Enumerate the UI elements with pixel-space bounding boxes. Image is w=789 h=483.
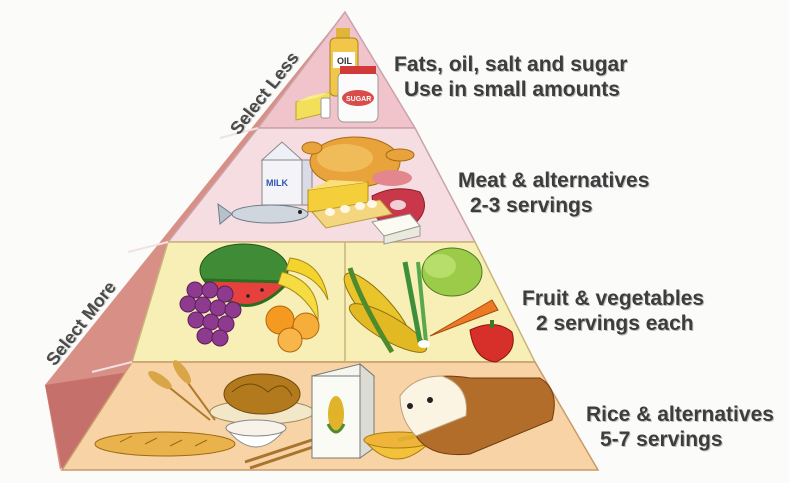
- tier-rice-subtitle: 5-7 servings: [600, 427, 789, 452]
- tier-meat-subtitle: 2-3 servings: [470, 193, 649, 218]
- svg-text:MILK: MILK: [266, 178, 288, 188]
- tier-meat-label: Meat & alternatives 2-3 servings: [458, 168, 649, 218]
- lettuce-icon: [422, 248, 482, 296]
- cereal-box-icon: [312, 364, 374, 458]
- plate-icon: [372, 170, 412, 186]
- svg-text:OIL: OIL: [337, 56, 353, 66]
- sugar-text: SUGAR: [346, 96, 371, 103]
- salt-shaker-icon: [321, 98, 330, 118]
- tier-rice-label: Rice & alternatives 5-7 servings: [586, 402, 789, 452]
- tier-fats-label: Fats, oil, salt and sugar Use in small a…: [394, 52, 627, 102]
- tier-fruit-label: Fruit & vegetables 2 servings each: [522, 286, 704, 336]
- tier-fruit-title: Fruit & vegetables: [522, 286, 704, 311]
- tier-fats-title: Fats, oil, salt and sugar: [394, 52, 627, 77]
- baguette-icon: [95, 432, 235, 456]
- sugar-jar-icon: [338, 66, 378, 122]
- tier-fruit-subtitle: 2 servings each: [536, 311, 704, 336]
- tier-rice-title: Rice & alternatives: [586, 402, 789, 427]
- tier-meat-title: Meat & alternatives: [458, 168, 649, 193]
- tier-fats-subtitle: Use in small amounts: [404, 77, 627, 102]
